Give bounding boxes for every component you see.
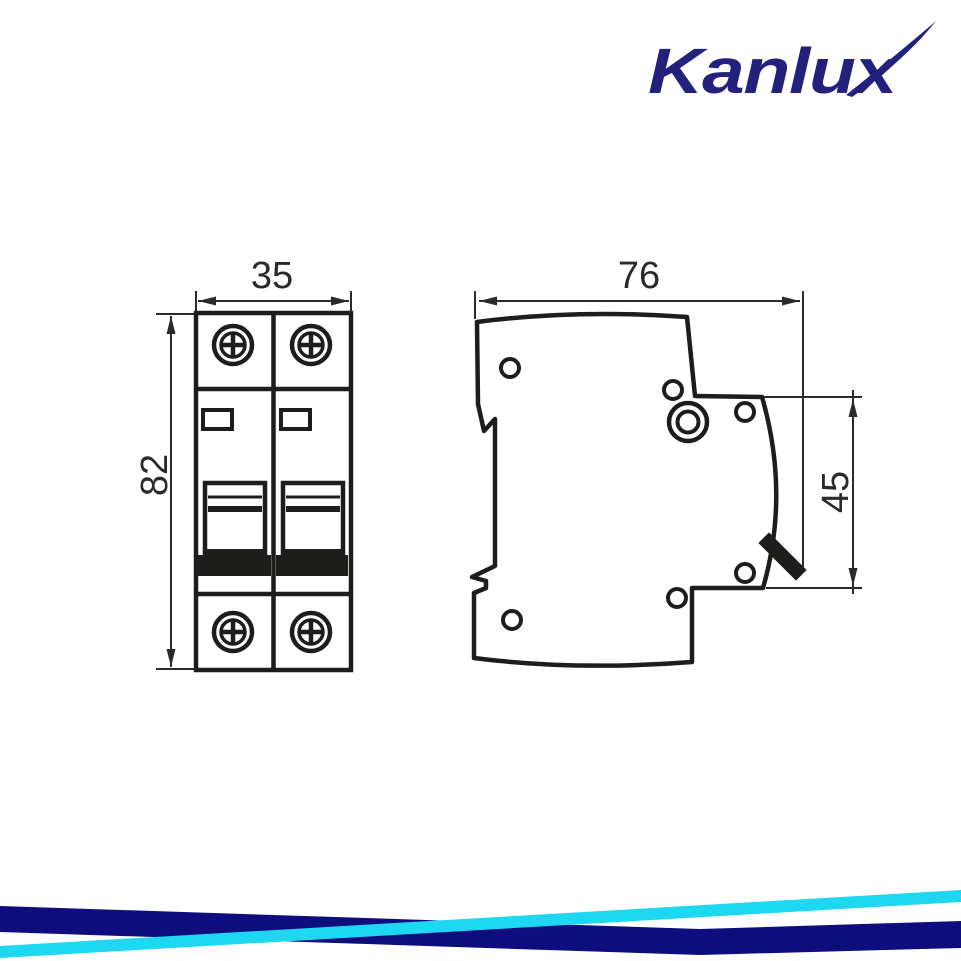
- toggle-switch-right: [280, 480, 346, 568]
- toggle-lever: [758, 532, 807, 581]
- dimension-front-height: 82: [134, 313, 194, 670]
- rivet-hole: [666, 587, 688, 609]
- logo-swoosh-icon: [846, 21, 936, 97]
- screw-terminal-icon: [214, 613, 252, 651]
- lever-pivot-icon: [666, 400, 710, 444]
- rocker-band-right: [276, 555, 348, 576]
- logo-text: Kanlux: [648, 35, 900, 107]
- dimension-label-front-width: 35: [251, 255, 293, 297]
- front-view: [193, 310, 354, 673]
- dimension-label-side-lever-height: 45: [815, 471, 857, 513]
- label-window-left: [201, 408, 234, 431]
- rivet-hole: [501, 609, 523, 631]
- ribbon-cyan: [0, 890, 961, 958]
- rivet-hole: [662, 379, 684, 401]
- label-window-right: [279, 408, 312, 431]
- rivet-hole: [499, 357, 521, 379]
- screw-terminal-icon: [292, 613, 330, 651]
- dimension-label-front-height: 82: [134, 454, 176, 496]
- dimension-side-lever-height: 45: [764, 390, 862, 594]
- dimension-label-side-depth: 76: [618, 255, 660, 297]
- screw-terminal-icon: [292, 326, 330, 364]
- dimension-side-depth: 76: [474, 255, 804, 568]
- rivet-hole: [734, 562, 756, 584]
- rivet-hole: [734, 401, 756, 423]
- dimension-front-width: 35: [195, 255, 352, 312]
- ribbon-navy: [0, 906, 961, 955]
- brand-logo: Kanlux: [648, 21, 936, 107]
- rocker-band-left: [198, 555, 271, 576]
- side-view: [469, 311, 807, 668]
- toggle-switch-left: [202, 480, 268, 568]
- screw-terminal-icon: [214, 326, 252, 364]
